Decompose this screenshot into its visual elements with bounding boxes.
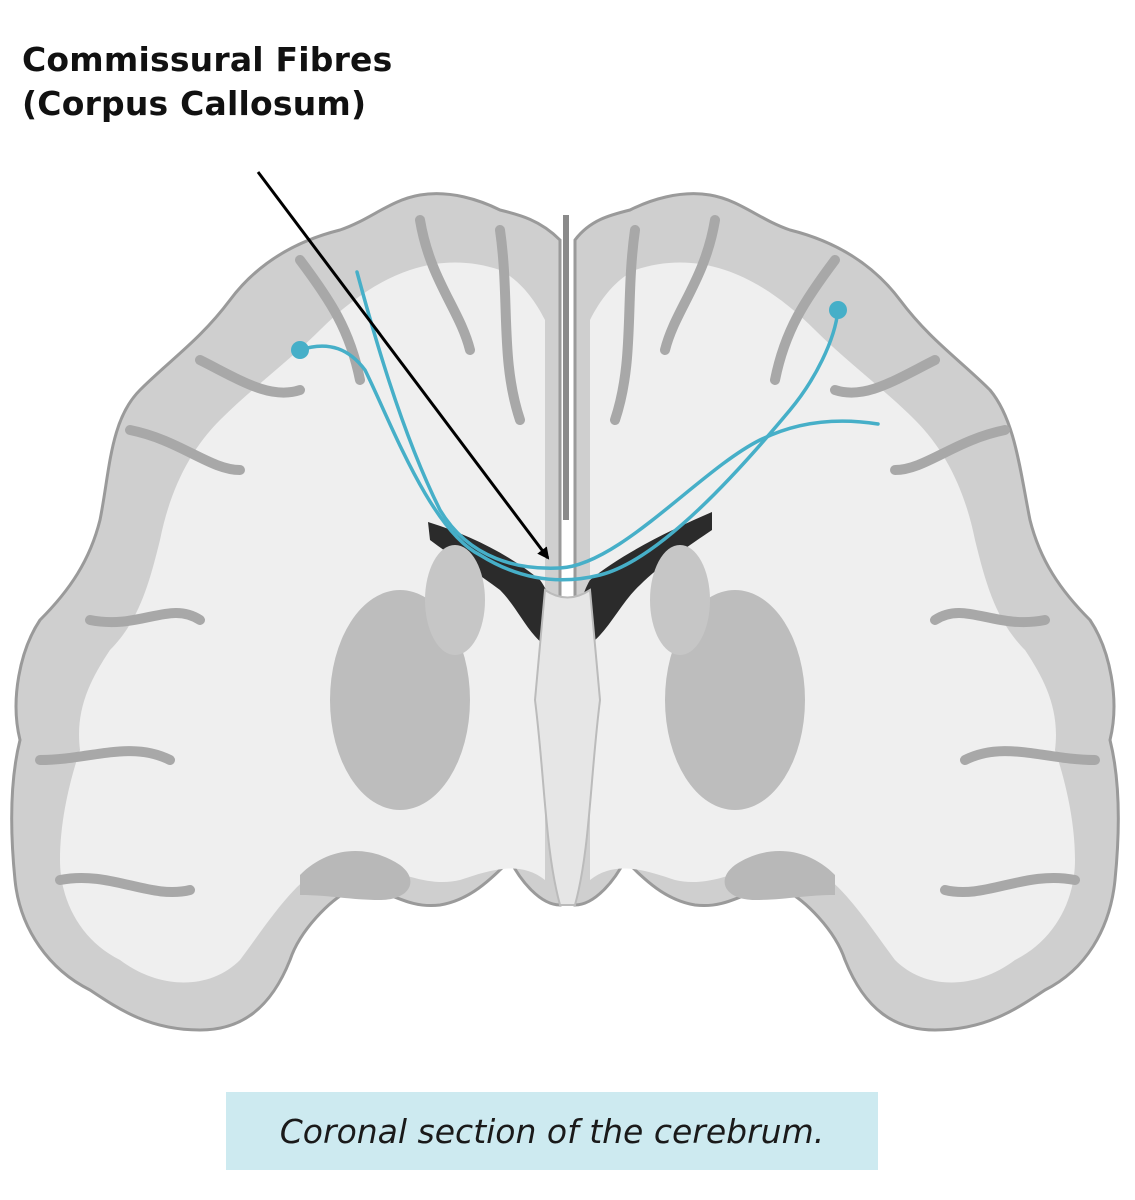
- fibre-endpoint-left: [291, 341, 309, 359]
- midline-structures: [533, 588, 602, 906]
- right-caudate: [650, 545, 710, 655]
- fibre-endpoint-right: [829, 301, 847, 319]
- left-sulci: [35, 215, 525, 898]
- right-hippocampus: [724, 851, 835, 900]
- structure-label-line-2: (Corpus Callosum): [22, 84, 367, 123]
- caption-text: Coronal section of the cerebrum.: [279, 1111, 825, 1151]
- left-basal-ganglia: [330, 590, 470, 810]
- fibre-path-outer: [355, 270, 880, 570]
- left-hippocampus: [300, 851, 411, 900]
- left-caudate: [425, 545, 485, 655]
- structure-label: Commissural Fibres (Corpus Callosum): [22, 38, 392, 126]
- commissural-fibres: [298, 270, 880, 582]
- right-basal-ganglia: [665, 590, 805, 810]
- structure-label-line-1: Commissural Fibres: [22, 40, 393, 79]
- caption-box: Coronal section of the cerebrum.: [226, 1092, 878, 1170]
- pointer-arrow: [256, 171, 550, 560]
- fibre-path-inner: [298, 308, 840, 582]
- right-sulci: [610, 215, 1100, 898]
